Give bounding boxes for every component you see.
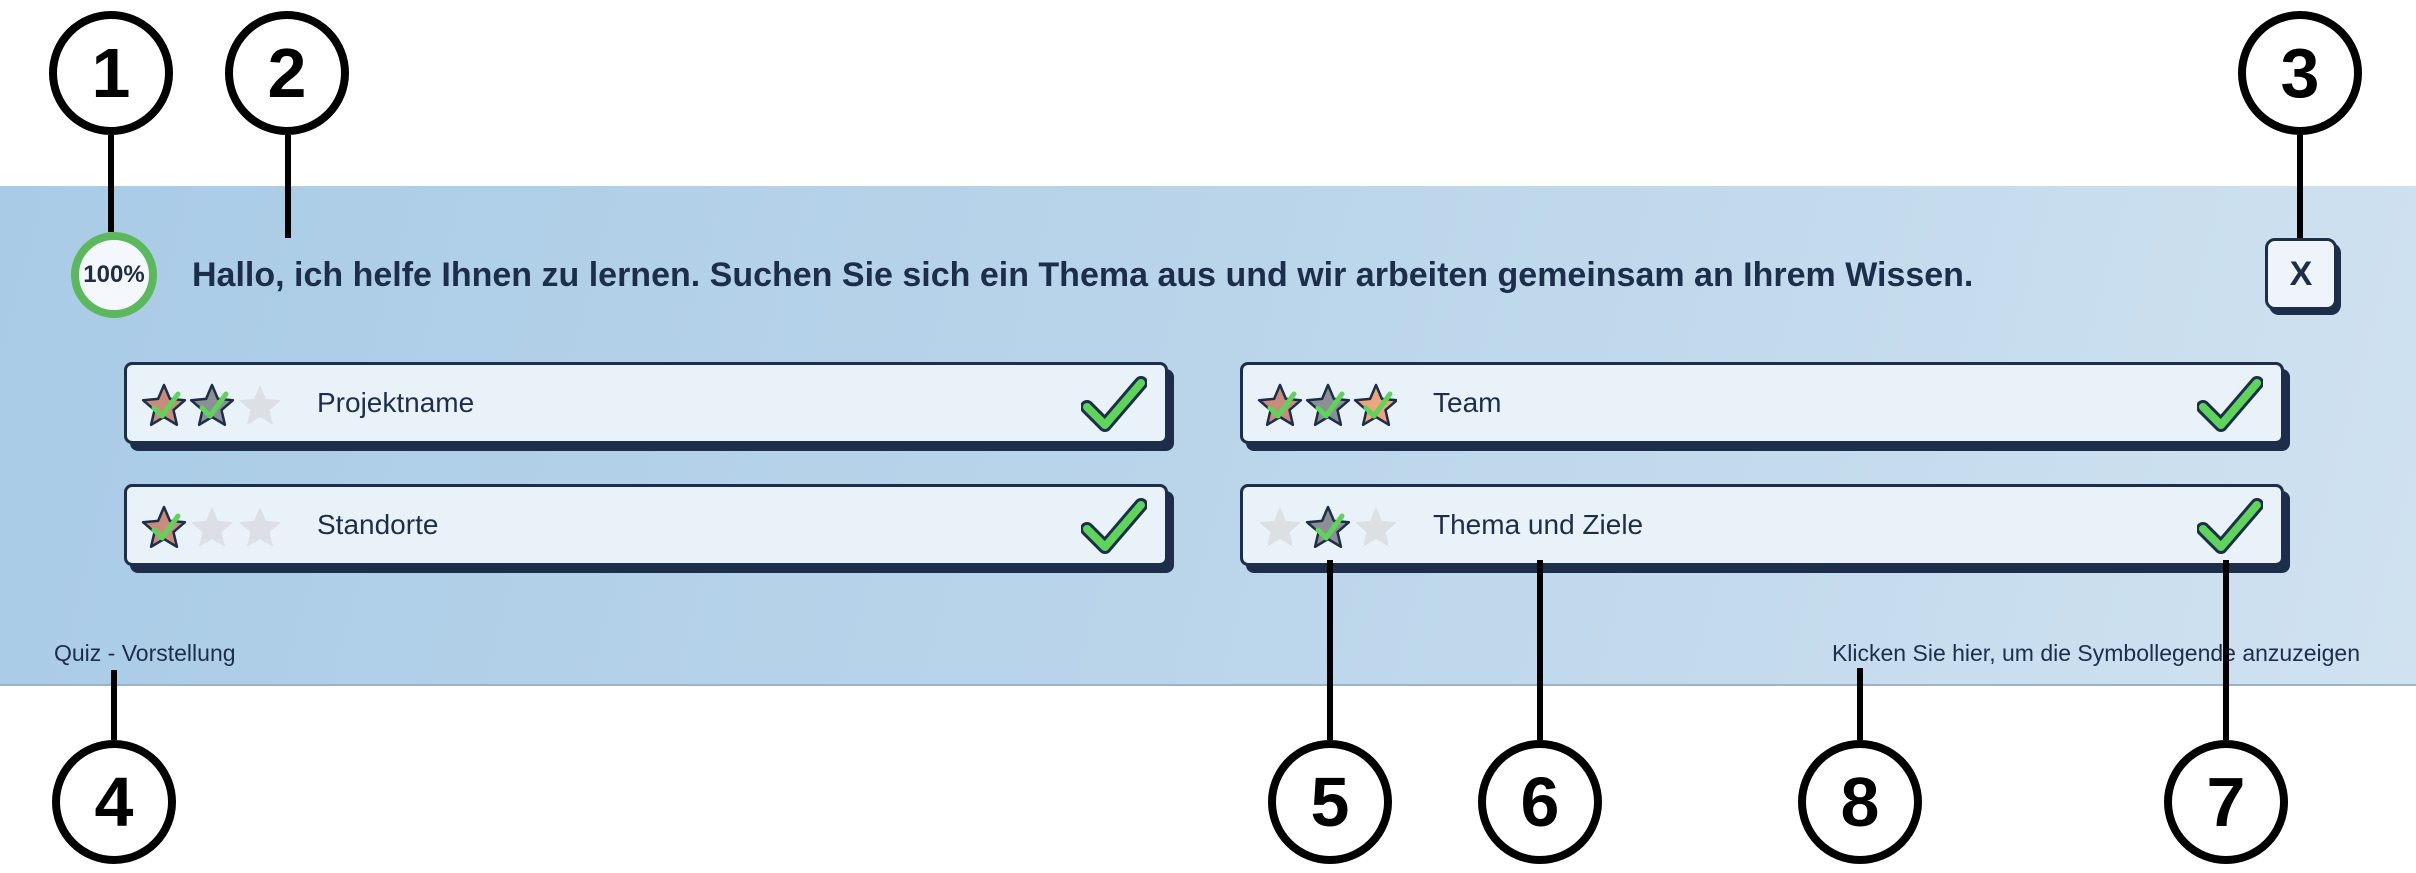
topic-item-projektname[interactable]: Projektname <box>124 362 1168 444</box>
checkmark-icon <box>2197 498 2263 554</box>
star-rating <box>141 505 281 549</box>
topic-item-team[interactable]: Team <box>1240 362 2284 444</box>
close-label: X <box>2289 254 2313 293</box>
checkmark-fill <box>1083 379 1145 429</box>
checkmark-icon <box>1081 376 1147 432</box>
checkmark-icon <box>1081 498 1147 554</box>
topic-item-standorte[interactable]: Standorte <box>124 484 1168 566</box>
callout-1: 1 <box>49 11 173 135</box>
callout-2: 2 <box>225 11 349 135</box>
topic-item-thema-und-ziele[interactable]: Thema und Ziele <box>1240 484 2284 566</box>
star-rating <box>1257 383 1397 427</box>
progress-text: 100% <box>83 261 145 288</box>
star-empty-icon <box>239 507 281 547</box>
small-check-icon <box>1315 513 1345 541</box>
star-empty-icon <box>1355 507 1397 547</box>
topic-label: Standorte <box>317 509 439 540</box>
checkmark-icon <box>2197 376 2263 432</box>
star-empty-icon <box>1259 507 1301 547</box>
callout-7: 7 <box>2164 740 2288 864</box>
small-check-icon <box>199 391 229 419</box>
small-check-icon <box>1315 391 1345 419</box>
small-check-icon <box>151 391 181 419</box>
callout-8: 8 <box>1798 740 1922 864</box>
progress-indicator: 100% <box>71 232 157 318</box>
callout-3: 3 <box>2238 11 2362 135</box>
greeting-text: Hallo, ich helfe Ihnen zu lernen. Suchen… <box>192 256 1974 294</box>
close-button[interactable]: X <box>2265 238 2337 310</box>
checkmark-fill <box>1083 501 1145 551</box>
small-check-icon <box>151 513 181 541</box>
checkmark-fill <box>2199 379 2261 429</box>
small-check-icon <box>1267 391 1297 419</box>
quiz-title: Quiz - Vorstellung <box>54 640 236 666</box>
topic-label: Projektname <box>317 387 475 418</box>
legend-link[interactable]: Klicken Sie hier, um die Symbollegende a… <box>1831 640 2360 666</box>
star-empty-icon <box>191 507 233 547</box>
small-check-icon <box>1363 391 1393 419</box>
callout-5: 5 <box>1268 740 1392 864</box>
checkmark-fill <box>2199 501 2261 551</box>
star-rating <box>141 383 281 427</box>
topic-label: Team <box>1433 387 1502 418</box>
star-rating <box>1259 505 1397 549</box>
callout-6: 6 <box>1478 740 1602 864</box>
star-empty-icon <box>239 385 281 425</box>
callout-4: 4 <box>52 740 176 864</box>
topic-label: Thema und Ziele <box>1433 509 1644 540</box>
